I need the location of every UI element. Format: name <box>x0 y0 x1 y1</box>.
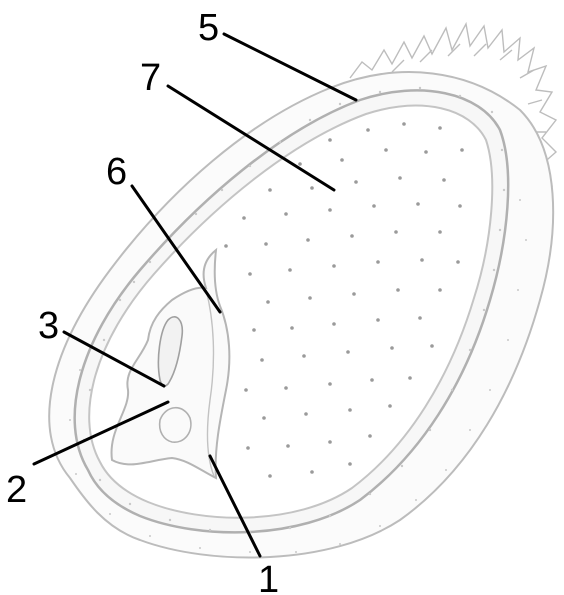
label-6: 6 <box>106 151 127 193</box>
leader-line-5 <box>224 34 356 100</box>
label-3: 3 <box>38 305 59 347</box>
label-5: 5 <box>198 7 219 49</box>
label-7: 7 <box>140 57 161 99</box>
label-1: 1 <box>258 559 279 595</box>
label-2: 2 <box>6 469 27 511</box>
